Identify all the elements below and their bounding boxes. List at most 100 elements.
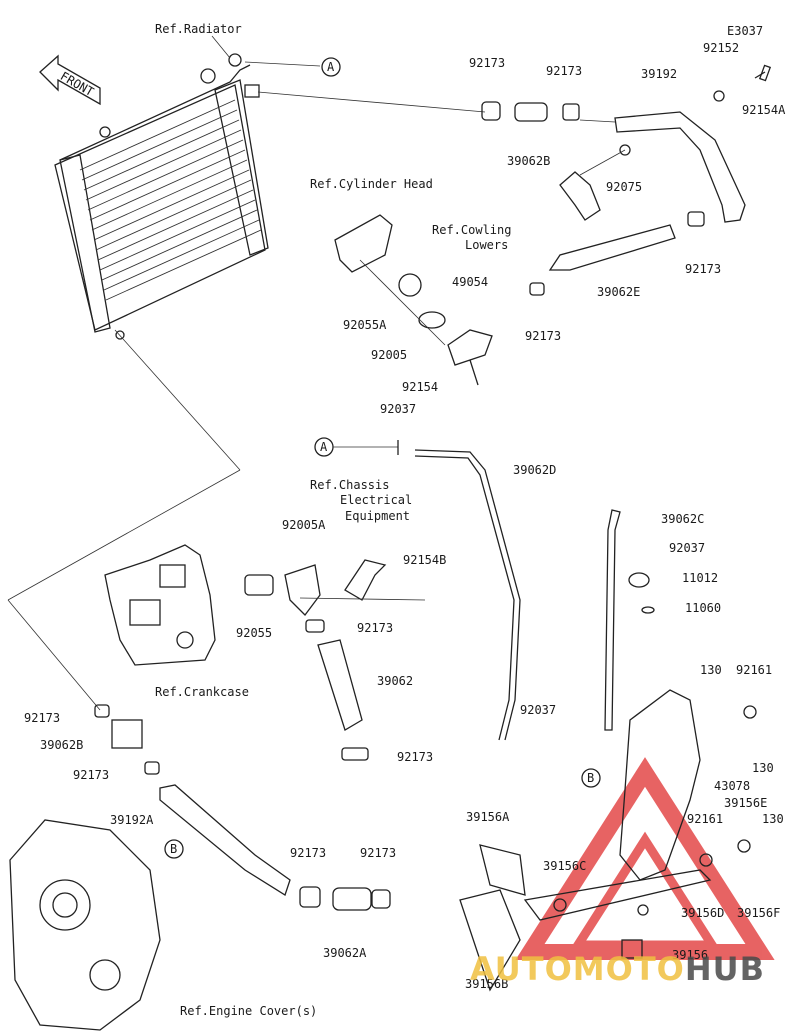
label-92037: 92037 [669, 541, 706, 555]
ref-cowling-1: Ref.Cowling [432, 223, 512, 237]
fitting-92005a [284, 564, 321, 616]
label-92173: 92173 [357, 621, 394, 635]
label-39062c: 39062C [661, 512, 705, 526]
label-39192a: 39192A [110, 813, 154, 827]
hose-39192a [159, 784, 291, 896]
label-92161: 92161 [736, 663, 773, 677]
watermark-hub: HUB [684, 950, 766, 988]
thermostat-49054 [398, 273, 422, 297]
marker-a-mid: A [314, 437, 334, 457]
hose-39062b-top [481, 101, 580, 122]
hose-39062 [317, 639, 363, 731]
svg-text:B: B [170, 842, 177, 856]
label-49054: 49054 [452, 275, 489, 289]
label-43078: 43078 [714, 779, 751, 793]
seal-11060 [641, 606, 655, 614]
hose-39062c [604, 509, 621, 731]
label-130: 130 [700, 663, 722, 677]
gasket-92055 [244, 574, 274, 596]
label-92055a: 92055A [343, 318, 387, 332]
svg-text:A: A [320, 440, 328, 454]
front-arrow-icon: FRONT [39, 54, 101, 106]
plate-39156b [459, 889, 521, 992]
watermark-triangle [515, 757, 775, 960]
ref-chassis-2: Electrical [340, 493, 413, 507]
label-39062b: 39062B [40, 738, 84, 752]
label-11012: 11012 [682, 571, 719, 585]
ref-crankcase: Ref.Crankcase [155, 685, 249, 699]
hose-39192 [614, 111, 746, 223]
label-92152: 92152 [703, 41, 740, 55]
watermark-auto: AUTO [470, 950, 573, 988]
label-39062e: 39062E [597, 285, 641, 299]
svg-text:A: A [327, 60, 335, 74]
label-92154: 92154 [402, 380, 439, 394]
ref-chassis-3: Equipment [345, 509, 411, 523]
watermark-logo [515, 757, 775, 960]
marker-b-left: B [164, 839, 184, 859]
label-39156d: 39156D [681, 906, 725, 920]
label-92173: 92173 [469, 56, 506, 70]
label-130: 130 [762, 812, 784, 826]
label-92075: 92075 [606, 180, 643, 194]
reservoir-tank-43078 [619, 689, 701, 881]
bolt-92152 [713, 90, 725, 102]
front-label: FRONT [58, 69, 96, 99]
label-92005a: 92005A [282, 518, 326, 532]
bracket-92075 [559, 171, 601, 221]
label-39062a: 39062A [323, 946, 367, 960]
chassis-bracket [344, 559, 387, 601]
watermark-moto: MOTO [572, 950, 685, 988]
label-39156a: 39156A [466, 810, 510, 824]
label-92055: 92055 [236, 626, 273, 640]
label-92173: 92173 [24, 711, 61, 725]
ref-cowling-2: Lowers [465, 238, 509, 252]
marker-a-top: A [321, 57, 341, 77]
bracket-39156 [621, 939, 643, 959]
label-92173: 92173 [360, 846, 397, 860]
cap-11012 [628, 572, 650, 588]
label-39062d: 39062D [513, 463, 557, 477]
cylinder-head-ref [334, 214, 393, 273]
label-39156f: 39156F [737, 906, 781, 920]
label-39156: 39156 [672, 948, 709, 962]
ref-cylinder-head: Ref.Cylinder Head [310, 177, 433, 191]
hose-39062e [548, 224, 676, 271]
label-92173: 92173 [546, 64, 583, 78]
ref-engine-cover: Ref.Engine Cover(s) [180, 1004, 318, 1018]
svg-text:B: B [587, 771, 594, 785]
label-39156c: 39156C [543, 859, 587, 873]
label-39192: 39192 [641, 67, 678, 81]
label-92173: 92173 [290, 846, 327, 860]
label-92173: 92173 [397, 750, 434, 764]
ref-chassis-1: Ref.Chassis [310, 478, 390, 492]
label-11060: 11060 [685, 601, 722, 615]
label-39156e: 39156E [724, 796, 768, 810]
label-39062: 39062 [377, 674, 414, 688]
label-92154b: 92154B [403, 553, 447, 567]
label-92173: 92173 [685, 262, 722, 276]
label-92173: 92173 [73, 768, 110, 782]
hose-39062d [414, 449, 521, 741]
label-92161: 92161 [687, 812, 724, 826]
hose-39062b-lower [111, 719, 143, 749]
label-39156b: 39156B [465, 977, 509, 991]
marker-b-right: B [581, 768, 601, 788]
label-92037: 92037 [380, 402, 417, 416]
label-92173: 92173 [525, 329, 562, 343]
hose-39062a [332, 887, 372, 911]
watermark-inner-triangle [569, 831, 721, 950]
diagram-code: E3037 [727, 24, 764, 38]
label-39062b: 39062B [507, 154, 551, 168]
label-92037: 92037 [520, 703, 557, 717]
ref-radiator: Ref.Radiator [155, 22, 242, 36]
plate-39156a [479, 844, 526, 896]
oring-92055a [418, 311, 446, 329]
thermostat-housing-92005 [447, 329, 493, 366]
crankcase-ref [104, 544, 216, 666]
label-92005: 92005 [371, 348, 408, 362]
engine-cover-ref [9, 819, 161, 1031]
label-92154a: 92154A [742, 103, 786, 117]
radiator-drawing [54, 53, 269, 340]
